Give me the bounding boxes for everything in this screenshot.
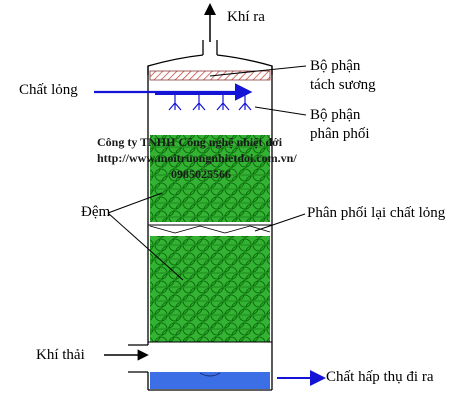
liquid-redistributor [148,224,272,234]
packing-bed-upper [150,135,270,222]
gas-outlet [202,3,218,55]
distributor-label-line2: phân phối [310,126,370,142]
packing-label: Đệm [81,204,111,220]
gas-in-label: Khí thải [36,347,85,363]
gas-inlet [104,344,149,373]
mist-eliminator-label-line2: tách sương [310,77,376,93]
mist-eliminator-label-line1: Bộ phận [310,58,361,74]
watermark-phone: 0985025566 [171,167,231,181]
liquid-sump [150,372,270,389]
gas-out-label: Khí ra [227,9,265,25]
liquid-out-label: Chất hấp thụ đi ra [326,369,434,385]
tower-head [147,54,273,75]
distributor-label-line1: Bộ phận [310,107,361,123]
liquid-distributor [94,83,253,111]
redistributor-label: Phân phối lại chất lỏng [307,205,446,221]
packing-bed-lower [150,236,270,342]
watermark-company: Công ty TNHH Công nghệ nhiệt đới [97,135,283,149]
leader-lines [107,65,307,281]
liquid-in-label: Chất lỏng [19,82,78,98]
watermark-url: http://www.moitruongnhietdoi.com.vn/ [97,151,297,165]
